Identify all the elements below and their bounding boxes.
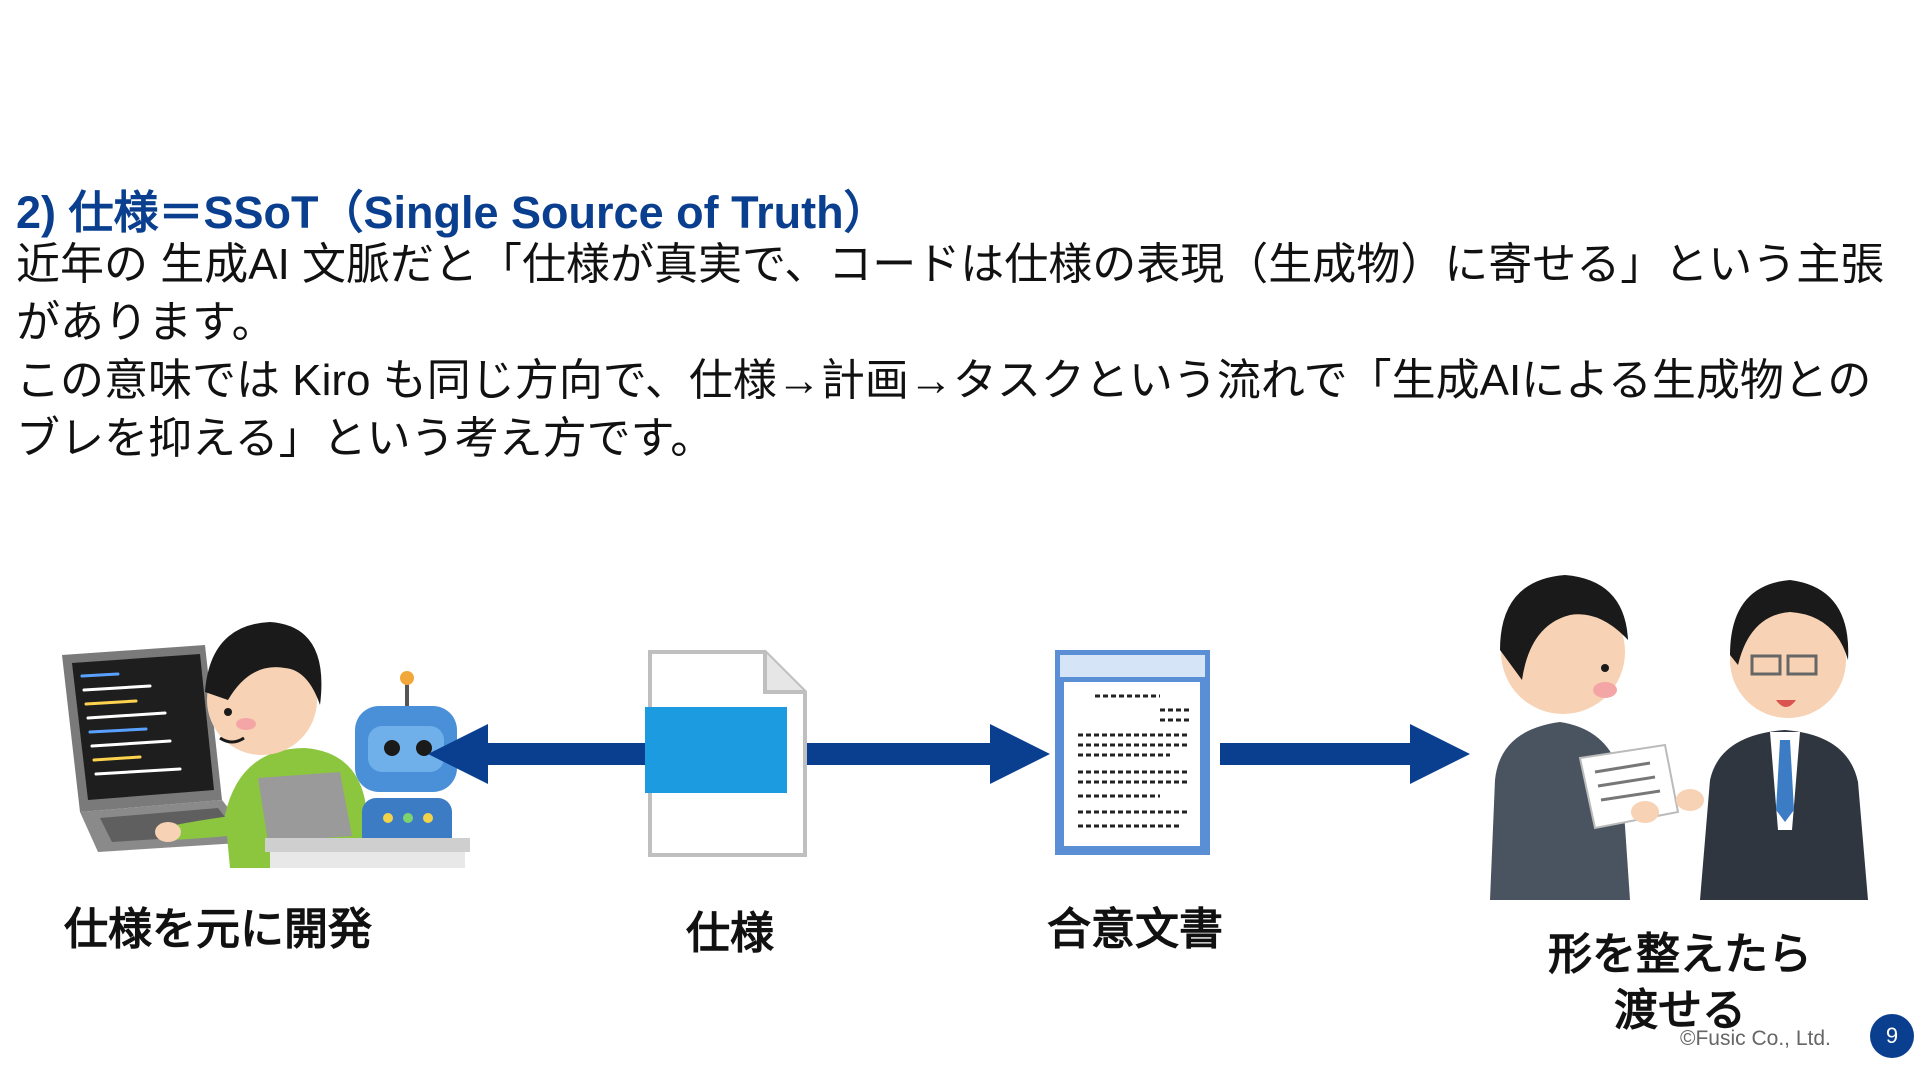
agreement-caption: 合意文書 [1047, 905, 1223, 954]
robot-icon [258, 671, 470, 868]
arrow-agreement-to-handover [1220, 724, 1470, 784]
spec-caption: 仕様 [686, 909, 774, 958]
arrow-spec-to-agreement [800, 724, 1050, 784]
body-text: 近年の 生成AI 文脈だと「仕様が真実で、コードは仕様の表現（生成物）に寄せる」… [16, 236, 1911, 468]
business-people-handover-icon [1490, 575, 1868, 900]
section-heading: 2) 仕様＝SSoT（Single Source of Truth） [16, 187, 889, 238]
paragraph-2: この意味では Kiro も同じ方向で、仕様→計画→タスクという流れで「生成AIに… [16, 356, 1872, 463]
spec-file-icon [645, 650, 807, 857]
paragraph-1: 近年の 生成AI 文脈だと「仕様が真実で、コードは仕様の表現（生成物）に寄せる」… [16, 240, 1885, 347]
document-window-icon [1055, 650, 1210, 855]
handover-caption-line2: 渡せる [1614, 986, 1746, 1035]
page-number-badge: 9 [1870, 1014, 1914, 1058]
arrow-spec-to-developer [428, 724, 645, 784]
developer-caption: 仕様を元に開発 [64, 905, 372, 954]
copyright-text: ©Fusic Co., Ltd. [1680, 1027, 1831, 1050]
handover-caption-line1: 形を整えたら [1548, 930, 1812, 979]
